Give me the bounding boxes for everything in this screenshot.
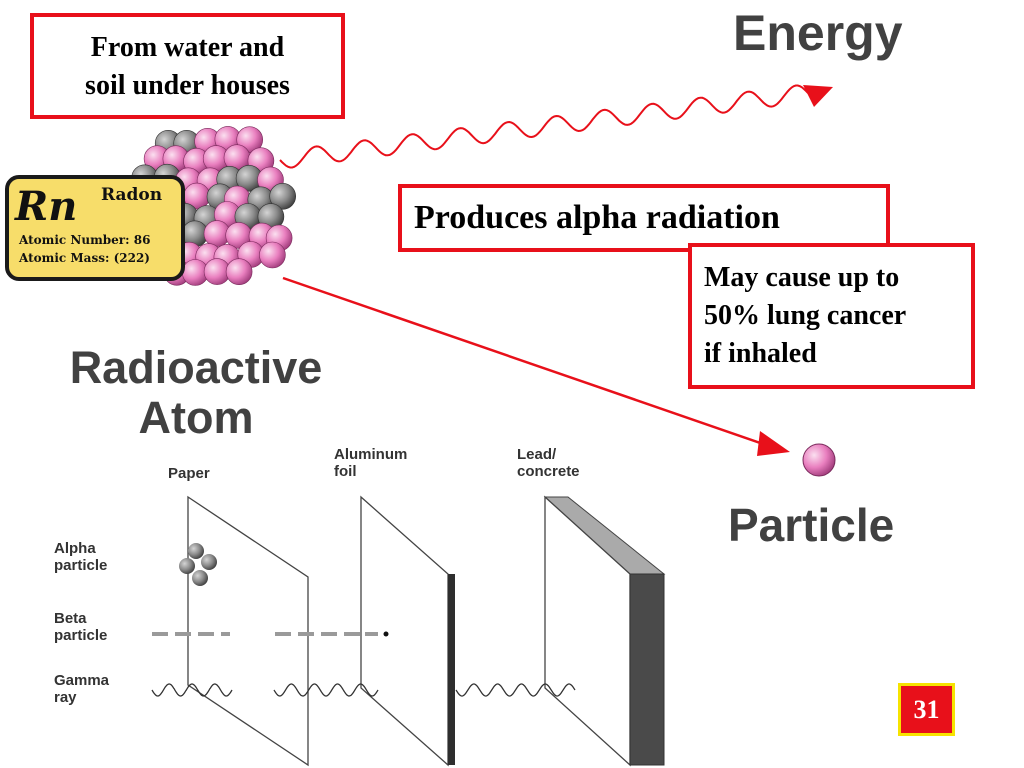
alpha-label-line2: particle [54, 557, 108, 574]
gamma-label-line1: Gamma [54, 672, 110, 689]
source-callout: From water and soil under houses [30, 13, 345, 119]
paper-label: Paper [168, 465, 210, 482]
alpha-particle-icon [179, 543, 217, 586]
atomic-number: Atomic Number: 86 [19, 233, 151, 247]
lead-label-line2: concrete [517, 463, 580, 480]
beta-label-line2: particle [54, 627, 108, 644]
lead-label-line1: Lead/ [517, 446, 557, 463]
particle-icon [802, 443, 836, 477]
energy-label: Energy [733, 5, 903, 61]
proton-icon [259, 241, 286, 269]
lung-cancer-line2: 50% lung cancer [704, 300, 907, 331]
foil-label-line1: Aluminum [334, 446, 408, 463]
radioactive-atom-label: Radioactive Atom [51, 343, 341, 443]
page-number-badge: 31 [898, 683, 955, 736]
gamma-wave-3 [455, 683, 576, 697]
gamma-wave-1 [151, 683, 233, 697]
lung-cancer-line1: May cause up to [704, 262, 900, 293]
proton-icon [225, 258, 253, 286]
beta-label-line1: Beta [54, 610, 87, 627]
radioactive-atom-line1: Radioactive [69, 342, 323, 393]
particle-arrow [282, 276, 773, 449]
radon-element-card: Rn Radon Atomic Number: 86 Atomic Mass: … [5, 175, 185, 281]
particle-arrowhead [757, 431, 790, 456]
atomic-mass: Atomic Mass: (222) [19, 251, 150, 265]
neutron-icon [269, 183, 297, 210]
foil-label-line2: foil [334, 463, 357, 480]
lead-barrier [543, 495, 666, 767]
gamma-wave-2 [273, 683, 379, 697]
particle-label: Particle [728, 499, 895, 551]
energy-wave-arrow [279, 84, 809, 169]
gamma-label-line2: ray [54, 689, 77, 706]
foil-label: Aluminum foil [334, 446, 407, 480]
gamma-label: Gamma ray [54, 672, 109, 706]
lung-cancer-callout: May cause up to 50% lung cancer if inhal… [688, 243, 975, 389]
paper-label-text: Paper [168, 465, 210, 482]
element-name: Radon [101, 185, 163, 205]
element-symbol: Rn [15, 183, 78, 230]
lung-cancer-line3: if inhaled [704, 338, 817, 369]
energy-arrowhead [803, 85, 833, 107]
source-callout-line1: From water and [90, 32, 285, 63]
beta-label: Beta particle [54, 610, 107, 644]
alpha-radiation-callout: Produces alpha radiation [398, 184, 890, 252]
radioactive-atom-line2: Atom [138, 392, 254, 443]
alpha-label: Alpha particle [54, 540, 107, 574]
source-callout-line2: soil under houses [85, 70, 290, 101]
lead-label: Lead/ concrete [517, 446, 580, 480]
alpha-label-line1: Alpha [54, 540, 96, 557]
paper-barrier [187, 495, 309, 767]
foil-barrier [360, 495, 455, 767]
beta-particle-dot [383, 631, 389, 637]
